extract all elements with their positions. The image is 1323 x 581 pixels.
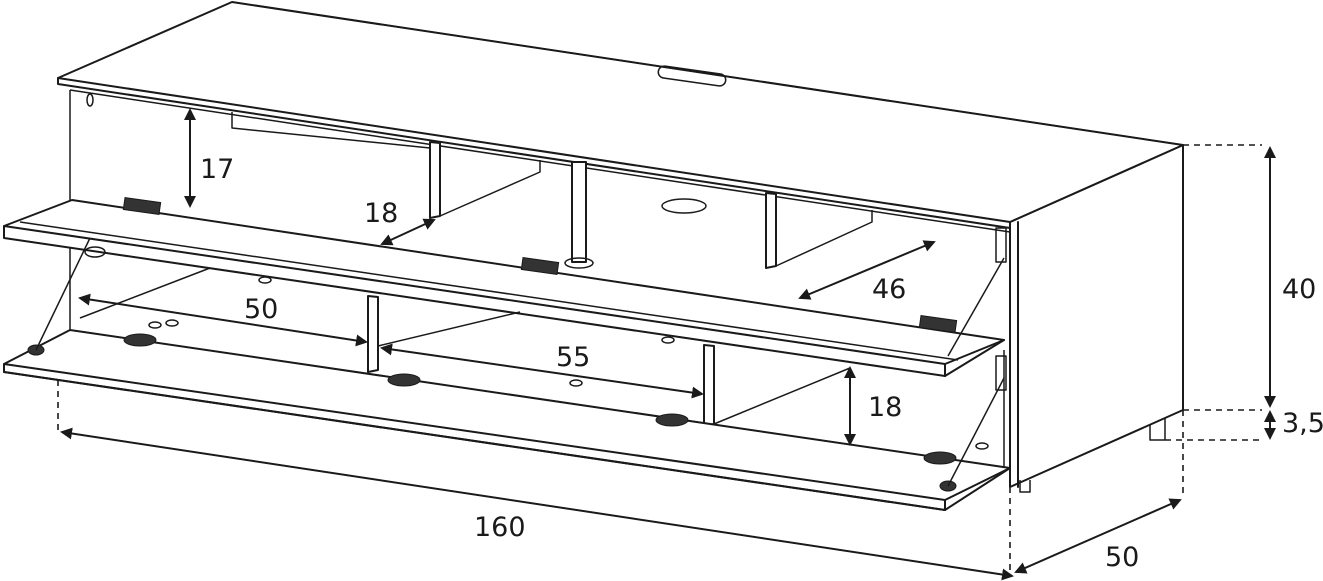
hinge-icon xyxy=(122,196,162,216)
lower-compartment xyxy=(79,267,1005,470)
center-leg xyxy=(571,161,587,263)
lower-middle-width-label: 55 xyxy=(556,342,590,373)
lower-height-label: 18 xyxy=(868,392,902,423)
middle-shelf xyxy=(3,199,1005,377)
cable-hole-icon xyxy=(661,198,707,214)
hinge-icon xyxy=(918,314,958,334)
dimension-lines xyxy=(57,108,1276,581)
feet xyxy=(1019,418,1166,493)
feet-height-label: 3,5 xyxy=(1282,408,1323,439)
upper-depth-label: 46 xyxy=(872,274,906,305)
upper-dividers xyxy=(429,141,873,269)
top-panel xyxy=(57,1,1184,229)
dimension-labels: 40 3,5 160 50 17 18 46 50 55 18 xyxy=(200,154,1323,573)
depth-label: 50 xyxy=(1105,542,1139,573)
hinge-icon xyxy=(520,256,560,276)
lower-left-width-label: 50 xyxy=(244,294,278,325)
height-label: 40 xyxy=(1282,274,1316,305)
divider-thickness-label: 18 xyxy=(364,198,398,229)
width-label: 160 xyxy=(474,512,526,543)
cable-slot-icon xyxy=(657,65,727,87)
upper-height-label: 17 xyxy=(200,154,234,185)
